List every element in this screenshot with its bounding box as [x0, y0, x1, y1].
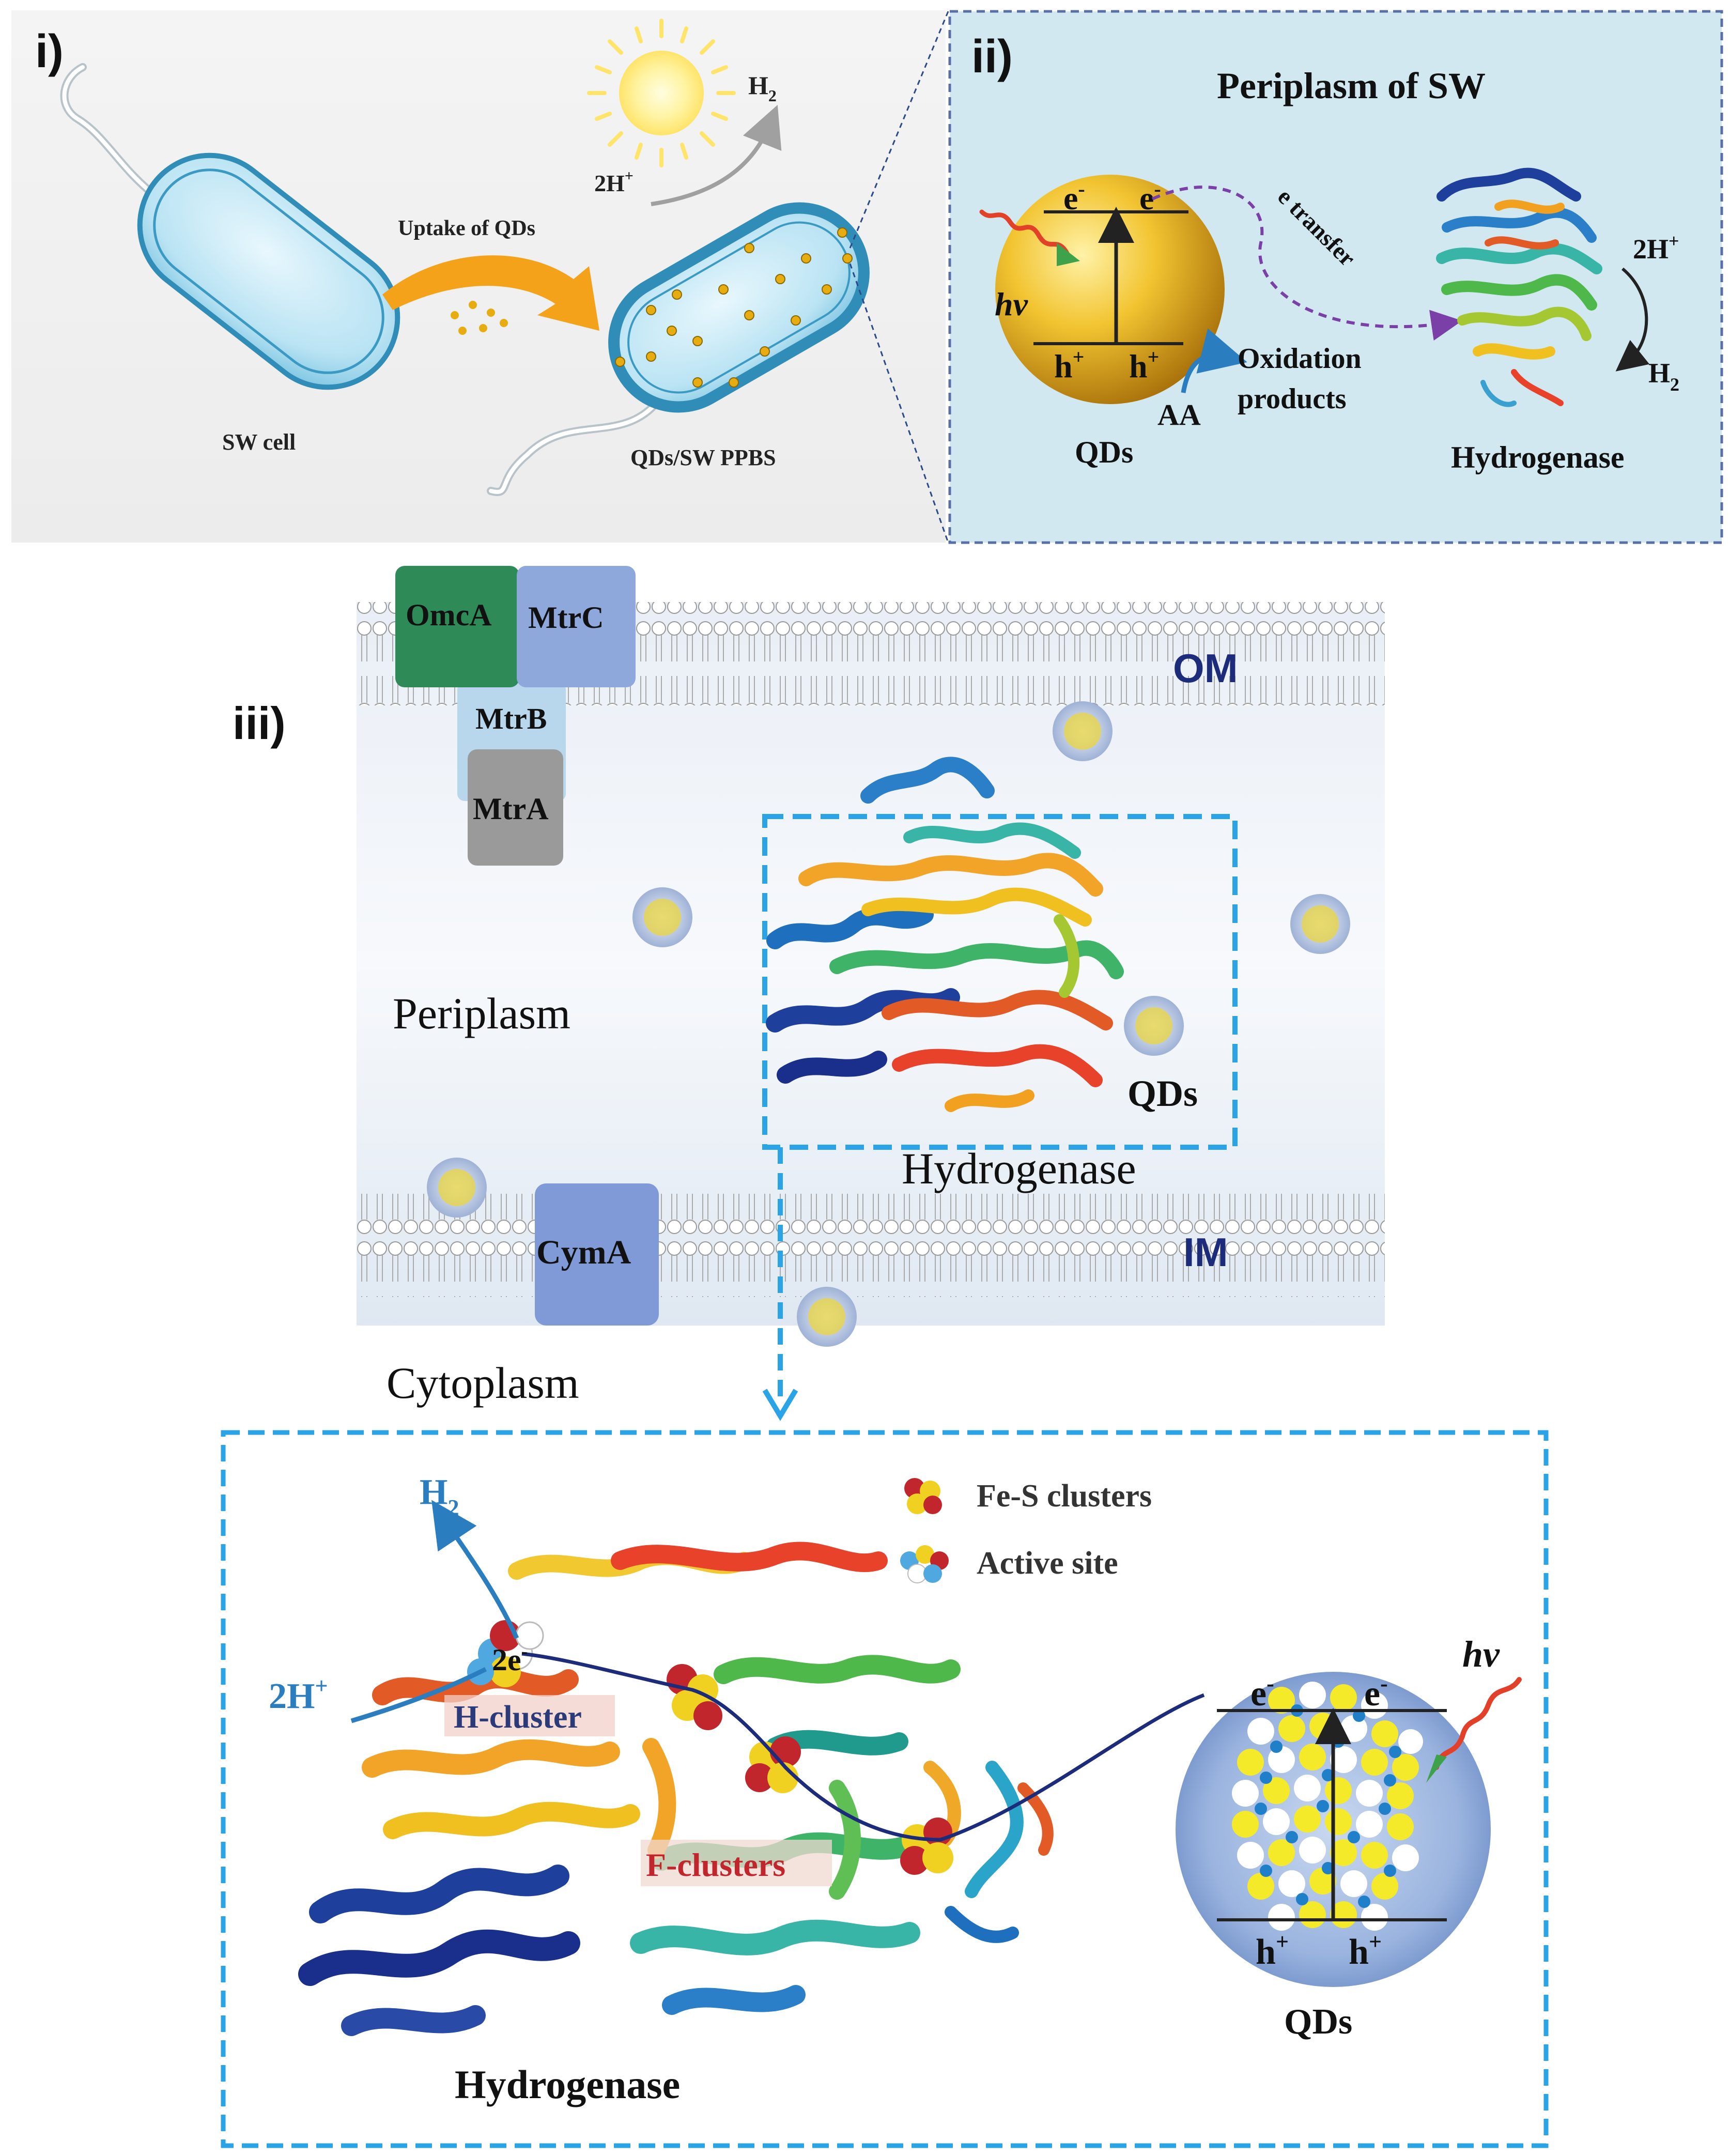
cyma-label: CymA — [536, 1234, 631, 1271]
f-clusters-label: F-clusters — [646, 1846, 785, 1883]
panel-i: i) SW cell Uptake of QDs — [11, 10, 949, 543]
free-qds-dots — [451, 301, 508, 335]
zoom-hydrogenase-label: Hydrogenase — [455, 2062, 680, 2107]
qds-sw-caption: QDs/SW PPBS — [630, 445, 776, 470]
zoom-connector-head — [762, 1389, 798, 1421]
zoom-h-plus-1: h+ — [1256, 1929, 1289, 1972]
zoom-2h-label: 2H+ — [269, 1673, 328, 1716]
electron-path — [521, 1652, 1205, 1842]
panel-ii-label: ii) — [971, 31, 1013, 83]
panel-i-2h: 2H+ — [594, 167, 634, 196]
panel-ii-title: Periplasm of SW — [1217, 65, 1486, 106]
mtrb-label: MtrB — [475, 702, 547, 735]
sw-cell-illustration — [60, 63, 400, 390]
iii-hydrogenase-label: Hydrogenase — [902, 1144, 1136, 1193]
panel-iii: iii) OmcA MtrC MtrB MtrA OM IM Periplasm — [233, 566, 1385, 1421]
cytoplasm-label: Cytoplasm — [387, 1358, 579, 1408]
uptake-arrow — [382, 255, 599, 331]
mtrc-label: MtrC — [528, 600, 604, 635]
ii-h-plus-2: h+ — [1129, 345, 1159, 384]
zoom-hv-label: hv — [1462, 1634, 1500, 1675]
qd-sphere — [979, 175, 1225, 404]
legend-active-icon — [900, 1545, 949, 1583]
zoom-h-plus-2: h+ — [1349, 1929, 1382, 1972]
hydrogenase-protein-small — [1436, 167, 1602, 407]
hydrogenase-protein-medium — [766, 757, 1124, 1112]
ii-oxidation-label: Oxidation — [1238, 343, 1362, 375]
om-label: OM — [1173, 645, 1238, 691]
legend-fes-icon — [904, 1478, 942, 1514]
ii-hv-label: hv — [995, 286, 1028, 322]
aa-oxidation-arrow — [1181, 328, 1247, 393]
two-e-label: 2e- — [492, 1641, 528, 1677]
periplasm-qds — [427, 701, 1350, 1347]
legend: Fe-S clusters Active site — [900, 1478, 1152, 1583]
iii-qds-label: QDs — [1127, 1073, 1198, 1114]
e-transfer-arrow — [1151, 186, 1462, 341]
zoom-h2-label: H2 — [420, 1472, 459, 1520]
zoom-line-bottom — [849, 263, 949, 543]
zoom-light-wave-icon — [1434, 1677, 1522, 1770]
h-cluster-label: H-cluster — [454, 1700, 582, 1735]
zoom-e-minus-2: e- — [1364, 1671, 1388, 1714]
panel-i-label: i) — [35, 26, 64, 78]
light-wave-icon — [979, 209, 1070, 256]
zoom-2h-arrow — [350, 1667, 487, 1723]
qds-sw-cell-illustration — [487, 202, 870, 496]
hydrogenase-focus-box — [762, 814, 1238, 1150]
mtra-label: MtrA — [473, 792, 549, 826]
panel-ii: ii) Periplasm of SW e- e- hv h+ h+ AA Ox… — [948, 10, 1723, 544]
uptake-label: Uptake of QDs — [398, 217, 535, 240]
legend-active-label: Active site — [977, 1546, 1118, 1581]
h-cluster-badge — [444, 1695, 615, 1736]
panel-zoom: H-cluster F-clusters 2e- H2 2H+ Fe-S clu… — [221, 1430, 1549, 2148]
legend-fes-label: Fe-S clusters — [977, 1479, 1152, 1514]
ii-hydrogenase-label: Hydrogenase — [1451, 440, 1625, 474]
big-qd-sphere — [1176, 1672, 1491, 1987]
periplasm-label: Periplasm — [393, 989, 570, 1038]
f-clusters-badge — [641, 1840, 832, 1886]
zoom-e-minus-1: e- — [1250, 1671, 1274, 1714]
ii-qds-label: QDs — [1075, 435, 1133, 469]
mtra-box — [468, 749, 563, 866]
ii-e-minus-1: e- — [1063, 177, 1085, 217]
zoom-qds-label: QDs — [1284, 2002, 1352, 2042]
h2-evolution-arrow — [651, 104, 782, 206]
ii-h2-arrow — [1615, 267, 1650, 372]
panel-i-h2: H2 — [748, 71, 777, 105]
ii-h-plus-1: h+ — [1054, 345, 1084, 384]
mtrc-box — [517, 566, 636, 687]
omca-box — [395, 566, 519, 687]
inner-membrane — [357, 1194, 1385, 1297]
cyma-box — [535, 1183, 659, 1326]
ii-products-label: products — [1238, 383, 1347, 415]
ii-h2-label: H2 — [1648, 358, 1679, 395]
ii-e-minus-2: e- — [1139, 177, 1161, 217]
im-label: IM — [1183, 1229, 1228, 1275]
panel-iii-label: iii) — [233, 698, 286, 749]
ii-aa-label: AA — [1157, 398, 1201, 432]
zoom-h2-arrow — [431, 1500, 519, 1639]
sw-cell-caption: SW cell — [222, 429, 296, 455]
ii-2h-label: 2H+ — [1633, 230, 1679, 265]
omca-label: OmcA — [406, 598, 492, 632]
sun-icon — [587, 19, 736, 167]
